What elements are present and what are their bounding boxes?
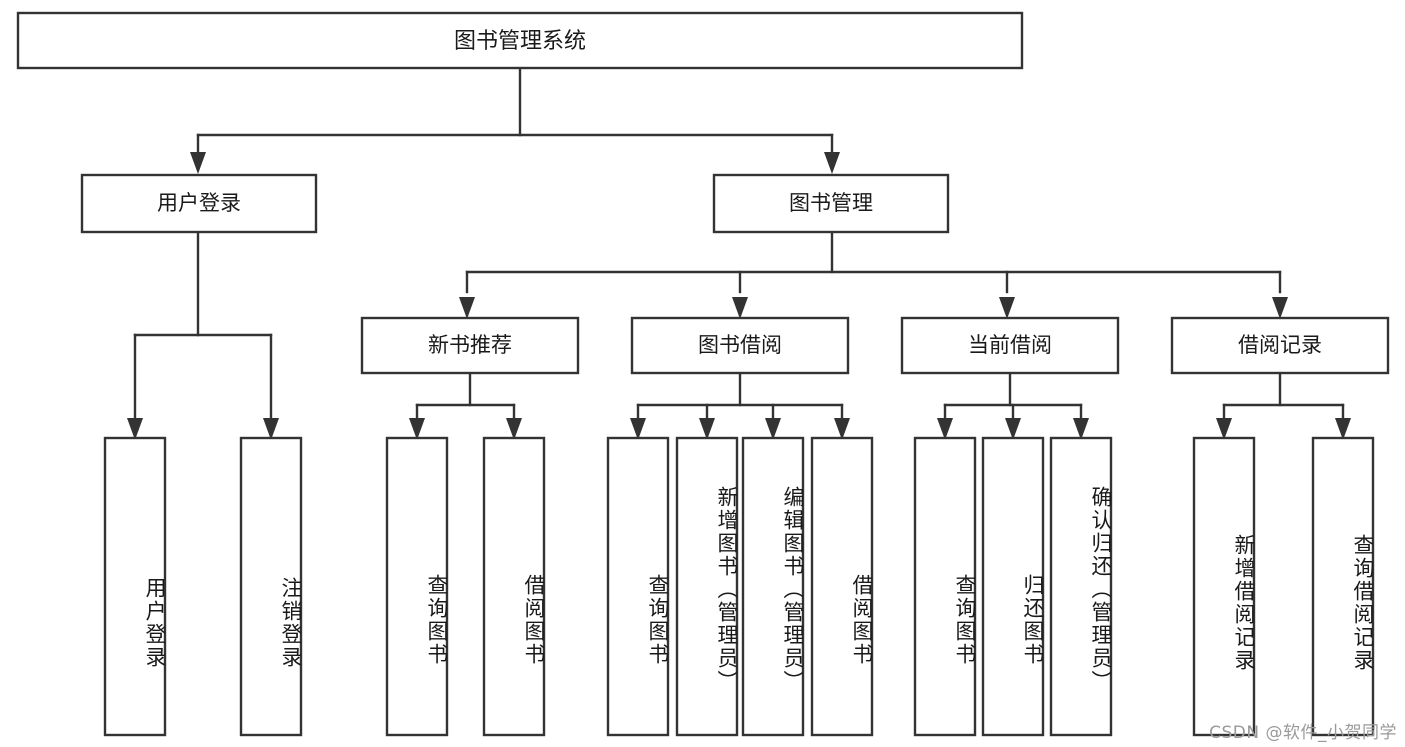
node-borrow-record-box[interactable] <box>1170 316 1390 375</box>
node-leaf-user-logout-box[interactable] <box>239 436 303 737</box>
connector-group-user-login <box>127 230 279 440</box>
node-book-manage-box[interactable] <box>712 173 950 234</box>
node-leaf-query-book-2-box[interactable] <box>606 436 670 737</box>
arrow-leaf-return-book <box>1005 418 1021 440</box>
node-leaf-query-book-1-box[interactable] <box>385 436 449 737</box>
node-leaf-add-book-box[interactable] <box>675 436 739 737</box>
node-leaf-return-book-box[interactable] <box>981 436 1045 737</box>
node-leaf-borrow-book-2-box[interactable] <box>810 436 874 737</box>
arrow-current-borrow <box>999 297 1015 319</box>
node-book-manage-label: 图书管理 <box>789 191 873 215</box>
node-current-borrow-label: 当前借阅 <box>968 333 1052 357</box>
node-leaf-edit-book-box[interactable] <box>741 436 805 737</box>
arrow-leaf-borrow-book-1 <box>506 418 522 440</box>
arrow-book-manage <box>824 152 840 174</box>
arrow-book-borrow <box>732 297 748 319</box>
arrow-new-book-rec <box>459 297 475 319</box>
node-current-borrow[interactable]: 当前借阅 <box>900 316 1120 375</box>
node-leaf-query-book-3-box[interactable] <box>913 436 977 737</box>
arrow-leaf-query-book-2 <box>630 418 646 440</box>
node-user-login[interactable]: 用户登录 <box>80 173 318 234</box>
node-book-borrow-label: 图书借阅 <box>698 333 782 357</box>
node-user-login-label: 用户登录 <box>157 191 241 215</box>
node-root[interactable]: 图书管理系统 <box>16 11 1024 70</box>
connector-group-root <box>190 66 840 174</box>
node-leaf-confirm-return-box[interactable] <box>1049 436 1113 737</box>
node-new-book-rec-label: 新书推荐 <box>428 333 512 357</box>
connector-group-book-manage <box>459 230 1288 319</box>
arrow-leaf-user-logout <box>263 418 279 440</box>
node-borrow-record[interactable]: 借阅记录 <box>1170 316 1390 375</box>
connector-group-borrow-record <box>1216 371 1351 440</box>
arrow-leaf-add-record <box>1216 418 1232 440</box>
arrow-leaf-query-record <box>1335 418 1351 440</box>
node-root-label: 图书管理系统 <box>454 29 586 54</box>
node-current-borrow-box[interactable] <box>900 316 1120 375</box>
arrow-user-login <box>190 152 206 174</box>
node-leaf-user-login-box[interactable] <box>103 436 167 737</box>
arrow-borrow-record <box>1272 297 1288 319</box>
node-user-login-box[interactable] <box>80 173 318 234</box>
connector-group-current-borrow <box>937 371 1089 440</box>
node-leaf-query-record-box[interactable] <box>1311 436 1375 737</box>
node-root-box[interactable] <box>16 11 1024 70</box>
arrow-leaf-add-book <box>699 418 715 440</box>
connector-group-new-book-rec <box>409 371 522 440</box>
arrow-leaf-query-book-3 <box>937 418 953 440</box>
node-leaf-add-record-box[interactable] <box>1192 436 1256 737</box>
arrow-leaf-user-login <box>127 418 143 440</box>
arrow-leaf-query-book-1 <box>409 418 425 440</box>
node-book-borrow[interactable]: 图书借阅 <box>630 316 850 375</box>
node-new-book-rec-box[interactable] <box>360 316 580 375</box>
csdn-watermark: CSDN @软件_小贺同学 <box>1209 723 1397 743</box>
node-book-manage[interactable]: 图书管理 <box>712 173 950 234</box>
leaf-boxes <box>103 436 1375 737</box>
arrow-leaf-confirm-return <box>1073 418 1089 440</box>
node-new-book-rec[interactable]: 新书推荐 <box>360 316 580 375</box>
arrow-leaf-edit-book <box>765 418 781 440</box>
node-leaf-borrow-book-1-box[interactable] <box>482 436 546 737</box>
node-book-borrow-box[interactable] <box>630 316 850 375</box>
connector-group-book-borrow <box>630 371 850 440</box>
arrow-leaf-borrow-book-2 <box>834 418 850 440</box>
node-borrow-record-label: 借阅记录 <box>1238 333 1322 357</box>
